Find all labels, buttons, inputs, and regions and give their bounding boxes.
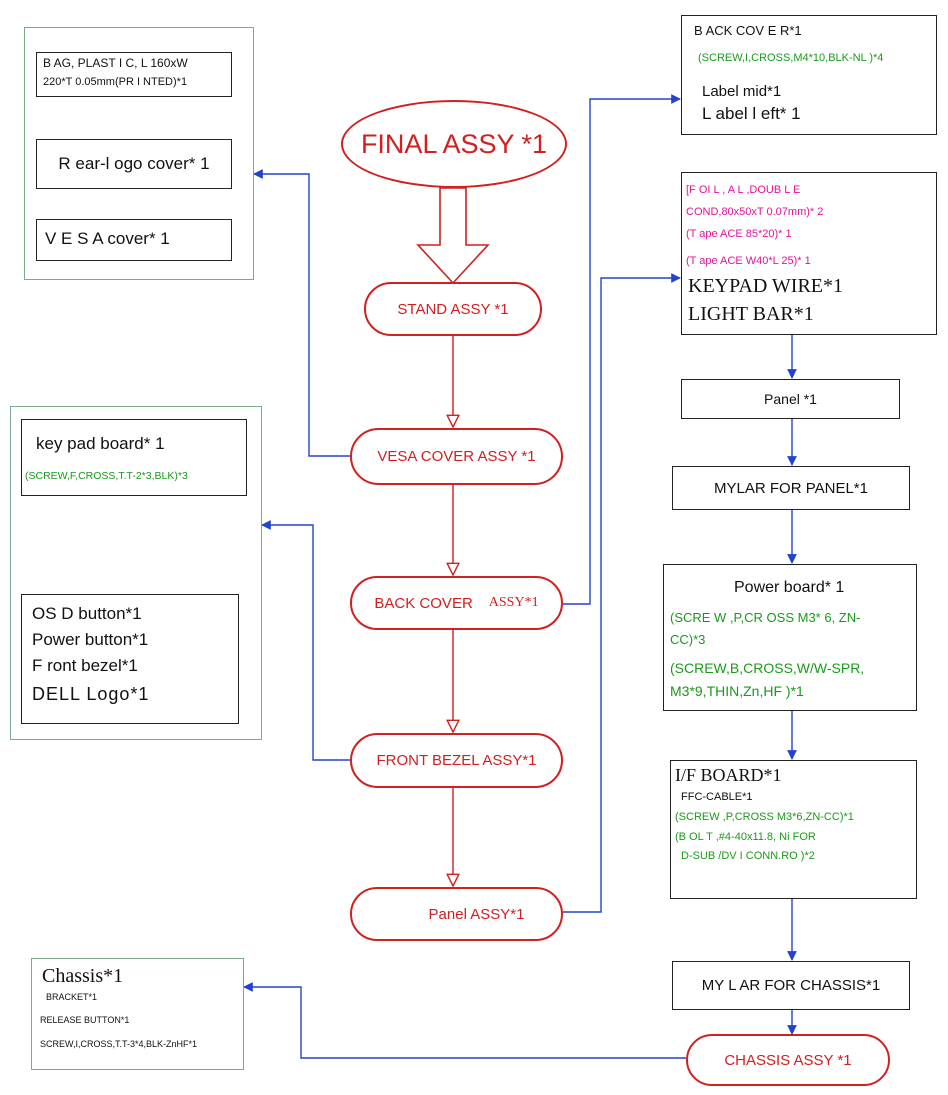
mylar-for-panel-label: MYLAR FOR PANEL*1 bbox=[714, 479, 868, 497]
plastic-bag-line2: 220*T 0.05mm(PR I NTED)*1 bbox=[43, 76, 188, 88]
vesa-to-vesa-group-arrow bbox=[253, 169, 350, 457]
power-board-label: Power board* 1 bbox=[734, 579, 845, 596]
vesa-cover-assy-label: VESA COVER ASSY *1 bbox=[377, 448, 536, 465]
keypad-wire-label: KEYPAD WIRE*1 bbox=[688, 275, 844, 297]
mylar-for-chassis-box: MY L AR FOR CHASSIS*1 bbox=[672, 961, 910, 1010]
back-cover-assy-label: BACK COVER bbox=[374, 594, 473, 612]
front-bezel-assy-label: FRONT BEZEL ASSY*1 bbox=[376, 752, 537, 769]
if-board-box: I/F BOARD*1 FFC-CABLE*1 (SCREW ,P,CROSS … bbox=[670, 760, 917, 899]
final-assy-label: FINAL ASSY *1 bbox=[360, 128, 548, 159]
front-bezel-assy-node: FRONT BEZEL ASSY*1 bbox=[350, 733, 563, 788]
stand-assy-node: STAND ASSY *1 bbox=[364, 282, 542, 336]
keypad-board-label: key pad board* 1 bbox=[36, 434, 165, 453]
power-board-screw2-line2: M3*9,THIN,Zn,HF )*1 bbox=[670, 683, 804, 699]
panel-to-panel-group-arrow bbox=[563, 273, 681, 913]
if-board-screw: (SCREW ,P,CROSS M3*6,ZN-CC)*1 bbox=[675, 811, 854, 823]
power-board-screw1-line1: (SCRE W ,P,CR OSS M3* 6, ZN- bbox=[670, 610, 861, 625]
tape-ace-w40: (T ape ACE W40*L 25)* 1 bbox=[686, 255, 811, 267]
front-bezel-label: F ront bezel*1 bbox=[32, 656, 138, 675]
back-cover-assy-suffix: ASSY*1 bbox=[488, 595, 539, 610]
back-cover-screw: (SCREW,I,CROSS,M4*10,BLK-NL )*4 bbox=[698, 52, 884, 64]
back-cover-assy-node: BACK COVER ASSY*1 bbox=[350, 576, 563, 630]
chassis-to-chassis-group-arrow bbox=[243, 982, 686, 1059]
tape-ace-85: (T ape ACE 85*20)* 1 bbox=[686, 228, 792, 240]
rear-logo-cover-box: R ear-l ogo cover* 1 bbox=[36, 139, 232, 189]
osd-button-label: OS D button*1 bbox=[32, 604, 142, 623]
plastic-bag-line1: B AG, PLAST I C, L 160xW bbox=[43, 56, 188, 70]
light-bar-label: LIGHT BAR*1 bbox=[688, 303, 814, 325]
keypad-board-box: key pad board* 1 (SCREW,F,CROSS,T.T-2*3,… bbox=[21, 419, 247, 496]
foil-line1: [F OI L , A L ,DOUB L E bbox=[686, 184, 801, 196]
foil-line2: COND,80x50xT 0.07mm)* 2 bbox=[686, 206, 824, 218]
panel-assy-label: Panel ASSY*1 bbox=[428, 905, 525, 923]
panel-label: Panel *1 bbox=[764, 391, 817, 407]
panel-components-group: [F OI L , A L ,DOUB L E COND,80x50xT 0.0… bbox=[681, 172, 937, 335]
label-mid: Label mid*1 bbox=[702, 83, 782, 100]
back-cover-group: B ACK COV E R*1 (SCREW,I,CROSS,M4*10,BLK… bbox=[681, 15, 937, 135]
power-button-label: Power button*1 bbox=[32, 630, 149, 649]
chassis-group: Chassis*1 BRACKET*1 RELEASE BUTTON*1 SCR… bbox=[31, 958, 244, 1070]
chassis-assy-label: CHASSIS ASSY *1 bbox=[724, 1051, 852, 1069]
plastic-bag-box: B AG, PLAST I C, L 160xW 220*T 0.05mm(PR… bbox=[36, 52, 232, 97]
vesa-cover-assy-node: VESA COVER ASSY *1 bbox=[350, 428, 563, 485]
keypad-board-screw: (SCREW,F,CROSS,T.T-2*3,BLK)*3 bbox=[25, 470, 188, 482]
dell-logo-label: DELL Logo*1 bbox=[32, 684, 150, 704]
back-cover-title: B ACK COV E R*1 bbox=[694, 23, 802, 38]
power-board-box: Power board* 1 (SCRE W ,P,CR OSS M3* 6, … bbox=[663, 564, 917, 711]
stand-assy-label: STAND ASSY *1 bbox=[397, 300, 509, 318]
power-board-screw1-line2: CC)*3 bbox=[670, 632, 706, 647]
chassis-assy-node: CHASSIS ASSY *1 bbox=[686, 1034, 890, 1086]
final-to-stand-arrow bbox=[416, 187, 490, 285]
release-button-label: RELEASE BUTTON*1 bbox=[40, 1015, 130, 1025]
bolt-line1: (B OL T ,#4-40x11.8, Ni FOR bbox=[675, 831, 816, 843]
ffc-cable-label: FFC-CABLE*1 bbox=[681, 791, 753, 803]
power-board-screw2-line1: (SCREW,B,CROSS,W/W-SPR, bbox=[670, 660, 865, 676]
front-to-front-group-arrow bbox=[261, 520, 350, 761]
back-to-back-group-arrow bbox=[563, 94, 681, 605]
label-left: L abel l eft* 1 bbox=[702, 104, 801, 123]
panel-assy-node: Panel ASSY*1 bbox=[350, 887, 563, 941]
rear-logo-cover-label: R ear-l ogo cover* 1 bbox=[58, 154, 210, 173]
vesa-cover-box: V E S A cover* 1 bbox=[36, 219, 232, 261]
front-parts-box: OS D button*1 Power button*1 F ront beze… bbox=[21, 594, 239, 724]
mylar-for-chassis-label: MY L AR FOR CHASSIS*1 bbox=[701, 977, 881, 994]
chassis-title: Chassis*1 bbox=[42, 965, 124, 987]
bracket-label: BRACKET*1 bbox=[46, 992, 98, 1002]
chassis-screw-label: SCREW,I,CROSS,T.T-3*4,BLK-ZnHF*1 bbox=[40, 1039, 198, 1049]
vesa-cover-label: V E S A cover* 1 bbox=[45, 229, 170, 248]
if-board-label: I/F BOARD*1 bbox=[675, 765, 782, 785]
panel-box: Panel *1 bbox=[681, 379, 900, 419]
bolt-line2: D-SUB /DV I CONN.RO )*2 bbox=[681, 850, 815, 862]
mylar-for-panel-box: MYLAR FOR PANEL*1 bbox=[672, 466, 910, 510]
final-assy-node: FINAL ASSY *1 bbox=[341, 100, 567, 188]
